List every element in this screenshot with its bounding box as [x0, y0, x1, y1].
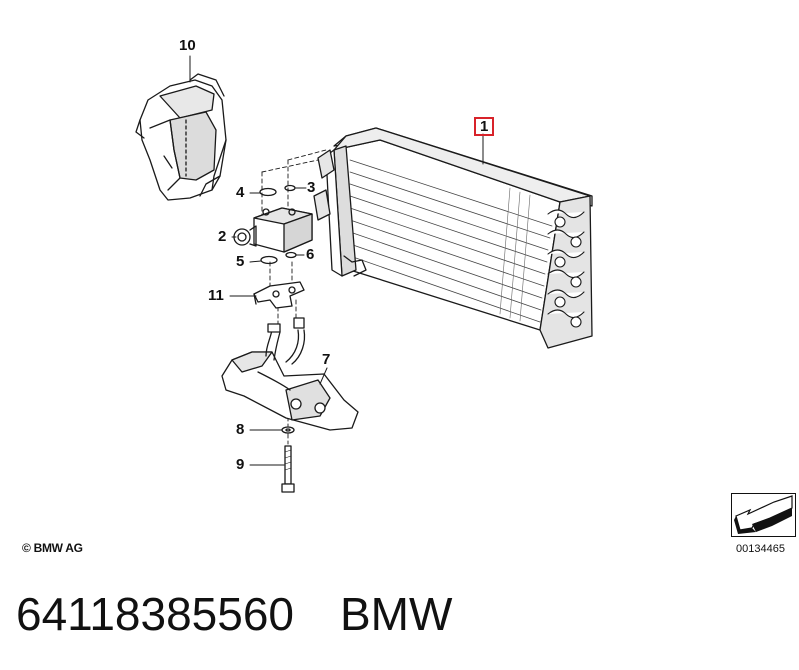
- parts-diagram: [135, 55, 593, 493]
- seal-3: [284, 184, 296, 192]
- o-ring-4: [259, 187, 277, 197]
- callout-5[interactable]: 5: [236, 253, 245, 270]
- seal-6: [285, 251, 297, 259]
- callout-7[interactable]: 7: [322, 351, 331, 368]
- leader-lines: [189, 55, 484, 466]
- callout-11[interactable]: 11: [208, 287, 224, 304]
- copyright-text: © BMW AG: [22, 541, 83, 555]
- part-2-expansion-valve: [233, 207, 313, 253]
- part-number: 64118385560: [16, 588, 294, 640]
- callout-1[interactable]: 1: [474, 117, 495, 136]
- callout-10[interactable]: 10: [179, 37, 196, 54]
- document-number: 00134465: [736, 543, 785, 555]
- part-7-pipe-assembly: [221, 317, 359, 431]
- footer: 64118385560 BMW: [16, 584, 452, 644]
- callout-3[interactable]: 3: [307, 179, 316, 196]
- part-9-bolt: [281, 445, 295, 493]
- brand-name: BMW: [340, 588, 453, 640]
- arrow-down-left-icon: [734, 495, 793, 534]
- callout-6[interactable]: 6: [306, 246, 315, 263]
- part-1-evaporator: [313, 127, 593, 349]
- part-8-washer: [281, 426, 295, 434]
- callout-9[interactable]: 9: [236, 456, 245, 473]
- part-11-bracket: [253, 281, 305, 309]
- part-10-cover: [135, 73, 227, 201]
- callout-2[interactable]: 2: [218, 228, 227, 245]
- nav-arrow-button[interactable]: [731, 493, 796, 537]
- callout-4[interactable]: 4: [236, 184, 245, 201]
- o-ring-5: [260, 255, 278, 265]
- callout-8[interactable]: 8: [236, 421, 245, 438]
